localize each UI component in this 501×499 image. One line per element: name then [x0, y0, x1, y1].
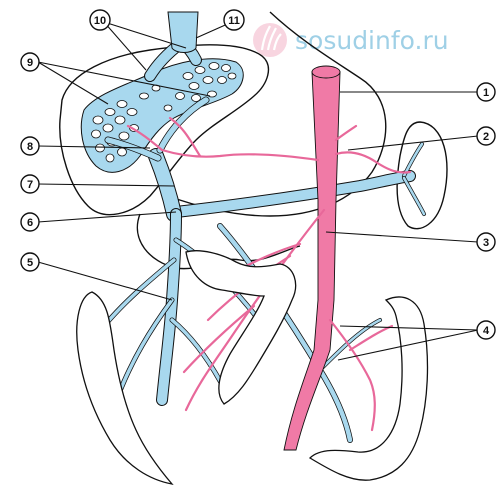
- callout-5: 5: [21, 253, 39, 271]
- callout-4: 4: [477, 321, 495, 339]
- callout-11-label: 11: [228, 15, 240, 27]
- callout-5-label: 5: [27, 257, 33, 269]
- callout-9: 9: [21, 53, 39, 71]
- callout-8: 8: [21, 137, 39, 155]
- watermark-logo-icon: [253, 23, 287, 57]
- callout-9-label: 9: [27, 57, 33, 69]
- callout-2-label: 2: [483, 131, 489, 143]
- callout-2: 2: [477, 127, 495, 145]
- callout-7-label: 7: [27, 179, 33, 191]
- callout-1: 1: [477, 83, 495, 101]
- callout-7: 7: [21, 175, 39, 193]
- callout-3-label: 3: [483, 237, 489, 249]
- callout-1-label: 1: [483, 87, 489, 99]
- callout-4-label: 4: [483, 325, 490, 337]
- callout-10: 10: [90, 10, 110, 30]
- callout-11: 11: [224, 10, 244, 30]
- inferior-vena-cava: [168, 12, 198, 53]
- watermark: sosudinfo.ru: [253, 23, 449, 57]
- callout-6-label: 6: [27, 217, 33, 229]
- callout-6: 6: [21, 213, 39, 231]
- callout-8-label: 8: [27, 141, 33, 153]
- callout-3: 3: [477, 233, 495, 251]
- callout-10-label: 10: [94, 15, 106, 27]
